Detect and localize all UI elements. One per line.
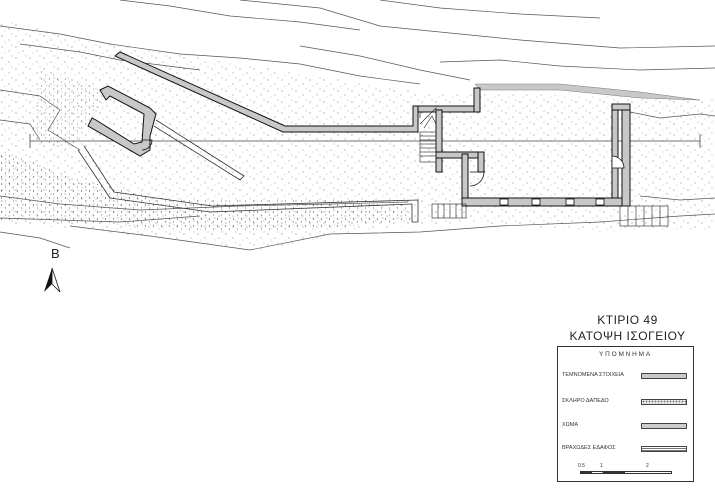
staircase	[419, 107, 437, 163]
title-block: ΚΤΙΡΙΟ 49 ΚΑΤΟΨΗ ΙΣΟΓΕΙΟΥ	[560, 312, 695, 344]
legend-label: ΤΕΜΝΟΜΕΝΑ ΣΤΟΙΧΕΙΑ	[562, 372, 624, 378]
legend-title: ΥΠΟΜΝΗΜΑ	[598, 351, 653, 358]
rock-swatch	[641, 446, 687, 452]
legend-item-rock: ΒΡΑΧΩΔΕΣ ΕΔΑΦΟΣ	[562, 444, 691, 456]
cut-elements-swatch	[641, 373, 687, 379]
legend-item-hard-floor: ΣΚΛΗΡΟ ΔΑΠΕΔΟ	[562, 397, 691, 409]
legend-item-soil: ΧΩΜΑ	[562, 421, 691, 433]
door-swings	[141, 139, 625, 187]
legend-box: ΥΠΟΜΝΗΜΑ ΤΕΜΝΟΜΕΝΑ ΣΤΟΙΧΕΙΑ ΣΚΛΗΡΟ ΔΑΠΕΔ…	[557, 346, 694, 482]
building-title: ΚΤΙΡΙΟ 49	[597, 313, 658, 327]
scale-tick: 1	[600, 463, 603, 469]
terrain-stipple	[0, 20, 715, 250]
hard-floor-swatch	[641, 399, 687, 405]
scale-tick: 2	[646, 463, 649, 469]
soil-swatch	[641, 423, 687, 429]
north-label: B	[51, 246, 60, 261]
window-openings	[499, 198, 605, 206]
scale-bar-graphic	[580, 471, 672, 474]
scale-bar: 0.5 1 2	[578, 463, 690, 479]
entrance-steps	[431, 203, 669, 227]
cut-walls	[87, 51, 631, 207]
legend-label: ΣΚΛΗΡΟ ΔΑΠΕΔΟ	[562, 398, 609, 404]
legend-item-cut: ΤΕΜΝΟΜΕΝΑ ΣΤΟΙΧΕΙΑ	[562, 371, 691, 383]
scale-tick: 0.5	[578, 463, 585, 469]
rock-edge	[474, 83, 701, 101]
legend-label: ΧΩΜΑ	[562, 422, 579, 428]
plan-title: ΚΑΤΟΨΗ ΙΣΟΓΕΙΟΥ	[569, 329, 686, 343]
north-arrow	[44, 267, 61, 293]
contour-lines	[0, 0, 715, 251]
legend-label: ΒΡΑΧΩΔΕΣ ΕΔΑΦΟΣ	[562, 445, 616, 451]
retaining-walls	[77, 112, 421, 223]
